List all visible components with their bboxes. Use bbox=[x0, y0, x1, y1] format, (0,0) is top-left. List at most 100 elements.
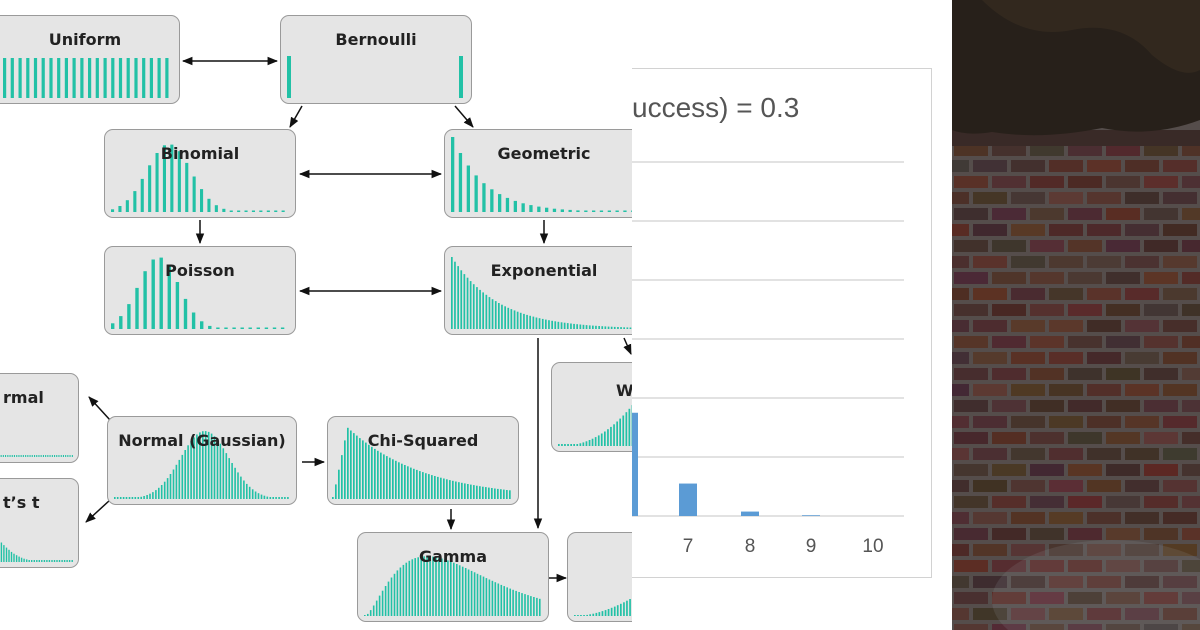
brick bbox=[1106, 400, 1140, 412]
density-bar bbox=[490, 189, 494, 212]
density-bar bbox=[260, 494, 263, 499]
density-bar bbox=[513, 200, 517, 212]
node-label: Poisson bbox=[165, 261, 235, 280]
density-bar bbox=[444, 559, 446, 616]
density-bar bbox=[275, 497, 277, 499]
node-label: Chi-Squared bbox=[367, 431, 479, 450]
brick bbox=[1144, 368, 1178, 380]
density-bar bbox=[541, 318, 544, 329]
density-bar bbox=[523, 313, 525, 329]
density-bar bbox=[458, 565, 461, 616]
brick bbox=[952, 224, 969, 236]
brick bbox=[1144, 464, 1178, 476]
density-bar bbox=[15, 555, 18, 562]
density-bar bbox=[389, 457, 391, 499]
density-bar bbox=[207, 431, 210, 499]
density-bar bbox=[497, 488, 499, 499]
density-bar bbox=[586, 614, 588, 616]
arrow-normal-lognormal bbox=[88, 396, 111, 421]
density-bar bbox=[26, 559, 28, 562]
density-bar bbox=[585, 441, 588, 446]
density-bar bbox=[2, 455, 4, 457]
brick bbox=[973, 480, 1007, 492]
brick bbox=[1182, 240, 1200, 252]
density-bar bbox=[485, 294, 488, 329]
density-bar bbox=[570, 323, 572, 329]
density-bar bbox=[469, 281, 472, 329]
node-chi-squared: Chi-Squared bbox=[327, 416, 519, 505]
density-bar bbox=[526, 314, 528, 329]
density-bar bbox=[604, 326, 607, 329]
brick bbox=[1030, 304, 1064, 316]
density-bar bbox=[338, 469, 340, 499]
brick-wall-image bbox=[952, 0, 1200, 630]
whitewash-stain bbox=[992, 540, 1200, 630]
brick bbox=[992, 528, 1026, 540]
density-bar bbox=[521, 593, 523, 616]
density-bar bbox=[629, 599, 631, 616]
density-bar bbox=[377, 450, 379, 499]
density-bar bbox=[225, 453, 228, 499]
node-label: Geometric bbox=[497, 144, 591, 163]
density-bar bbox=[356, 435, 358, 499]
density-bar bbox=[155, 153, 159, 212]
density-bar bbox=[491, 299, 494, 329]
arrows-layer bbox=[85, 56, 632, 583]
density-bar bbox=[34, 455, 36, 457]
density-bar bbox=[263, 495, 266, 499]
density-bar bbox=[494, 488, 496, 499]
density-bar bbox=[631, 210, 632, 212]
density-bar bbox=[616, 421, 618, 446]
brick bbox=[1087, 320, 1121, 332]
brick bbox=[1011, 512, 1045, 524]
density-bar bbox=[463, 274, 466, 329]
brick bbox=[992, 400, 1026, 412]
density-bar bbox=[551, 320, 553, 329]
density-bar bbox=[467, 569, 470, 616]
density-bar bbox=[71, 560, 73, 562]
density-bar bbox=[13, 553, 15, 562]
node-students-t: t’s t bbox=[0, 478, 79, 568]
density-bar bbox=[40, 455, 42, 457]
density-bar bbox=[485, 578, 488, 616]
density-bar bbox=[413, 468, 415, 499]
brick bbox=[1182, 336, 1200, 348]
density-bar bbox=[437, 476, 439, 499]
brick bbox=[1106, 208, 1140, 220]
density-bar bbox=[410, 467, 412, 499]
density-bar bbox=[509, 490, 511, 499]
brick bbox=[1011, 448, 1045, 460]
density-bar bbox=[599, 210, 604, 212]
density-bar bbox=[512, 589, 514, 616]
brick bbox=[1087, 480, 1121, 492]
density-bar bbox=[367, 613, 369, 616]
exponential-bars bbox=[451, 257, 632, 329]
density-bar bbox=[501, 304, 503, 329]
density-bar bbox=[204, 431, 207, 499]
density-bar bbox=[353, 433, 355, 499]
brick bbox=[1182, 560, 1200, 572]
density-bar bbox=[332, 497, 334, 499]
density-bar bbox=[274, 210, 278, 212]
brick bbox=[1068, 272, 1102, 284]
density-bar bbox=[516, 311, 519, 329]
brick bbox=[1068, 496, 1102, 508]
poisson-bars bbox=[111, 257, 285, 329]
density-bar bbox=[482, 292, 484, 329]
density-bar bbox=[386, 456, 388, 499]
density-bar bbox=[9, 455, 11, 457]
density-bar bbox=[538, 318, 541, 329]
density-bar bbox=[272, 497, 274, 499]
brick bbox=[992, 368, 1026, 380]
density-bar bbox=[539, 598, 541, 616]
density-bar bbox=[287, 56, 291, 98]
density-bar bbox=[29, 455, 31, 457]
density-bar bbox=[187, 445, 189, 499]
brick bbox=[1182, 496, 1200, 508]
brick bbox=[1087, 384, 1121, 396]
density-bar bbox=[560, 209, 564, 212]
density-bar bbox=[369, 610, 372, 616]
density-bar bbox=[131, 497, 134, 499]
density-bar bbox=[383, 454, 385, 499]
weibull-bars bbox=[558, 405, 632, 446]
